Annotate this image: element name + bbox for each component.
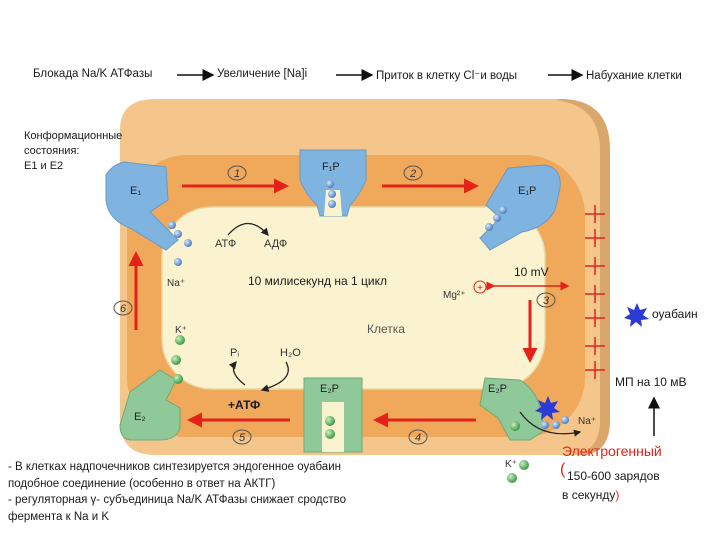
step-1: 1 [234,168,240,180]
notes-line2: подобное соединение (особенно в ответ на… [8,477,276,490]
ouabain-burst-pump [535,396,560,420]
label-pi: Pᵢ [230,347,239,359]
flow-step-2: Увеличение [Na]i [217,68,308,80]
states-note-line3: Е1 и Е2 [24,160,64,172]
step-5: 5 [239,432,246,444]
electrogenic-line2: в секунду) [562,488,619,502]
states-note: Конформационные состояния: Е1 и Е2 [24,129,122,174]
atp-adp-arrow [227,222,269,236]
h2o-arrow [260,361,289,392]
label-atp: АТФ [215,238,236,250]
electrogenic-line1: 150-600 зарядов [567,469,660,483]
pump-e1p-right [479,164,561,251]
label-e2-left: E₂ [134,411,146,423]
label-na-outside: Na⁺ [578,416,596,427]
label-e1-left: E₁ [130,185,141,197]
na-out-arrow [519,411,582,437]
flow-step-3: Приток в клетку Cl⁻и воды [376,70,518,82]
step-3: 3 [543,295,550,307]
electrogenic-close-paren: ) [615,488,620,502]
step-2: 2 [409,168,416,180]
cycle-time: 10 милисекунд на 1 цикл [248,274,387,288]
notes-line3: - регуляторная γ- субъединица Na/K АТФаз… [8,494,346,506]
flow-step-1: Блокада Na/K АТФазы [33,68,153,80]
label-e2p-bottom: E₂P [320,383,339,395]
pump-e2-left [119,369,181,441]
step-circles [113,165,556,445]
voltage-label: 10 mV [514,265,549,279]
mg-plus-sign: + [477,283,483,294]
step-4: 4 [415,432,421,444]
mp-note: МП на 10 мВ [615,375,687,389]
notes-line1: - В клетках надпочечников синтезируется … [8,461,341,473]
label-e2p-right: E₂P [488,383,507,395]
step-6: 6 [120,303,127,315]
label-h2o: H₂O [280,347,301,359]
pump-e2p-right [479,377,546,441]
membrane-charges [585,205,605,379]
cycle-arrows [128,178,538,428]
potassium-ions [171,335,529,483]
label-cell: Клетка [367,322,405,336]
label-f1p: F₁P [322,161,340,173]
label-na-inside: Na⁺ [167,278,185,289]
states-note-line1: Конформационные [24,130,123,142]
label-e1p-right: E₁P [518,185,536,197]
label-adp: АДФ [264,238,287,250]
mg-plus-badge [473,280,487,294]
ouabain-burst-legend [624,303,649,327]
flow-step-4: Набухание клетки [586,70,682,82]
pump-e1-left [105,161,179,251]
sodium-ions [168,180,569,429]
frame-shadow [555,99,610,455]
ouabain-label: оуабаин [652,307,698,321]
plus-atp: +АТФ [228,398,261,412]
label-mg: Mg²⁺ [443,290,466,301]
pi-arrow [228,360,246,386]
bottom-notes: - В клетках надпочечников синтезируется … [8,459,346,525]
electrogenic-open-paren: ( [560,461,566,478]
label-k-inside: K⁺ [175,325,187,336]
electrogenic-line2-text: в секунду [562,488,616,502]
label-k-outside: K⁺ [505,459,517,470]
states-note-line2: состояния: [24,145,80,157]
notes-line4: фермента к Na и K [8,510,110,523]
electrogenic-title: Электрогенный [562,443,662,459]
